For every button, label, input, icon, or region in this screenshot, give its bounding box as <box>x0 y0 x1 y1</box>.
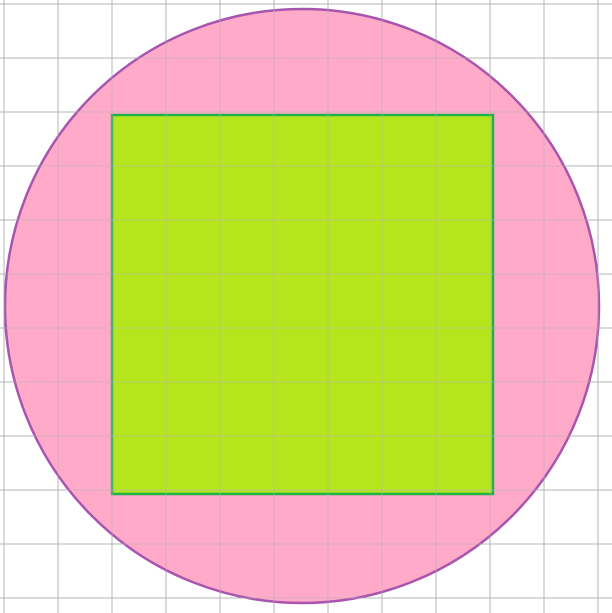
square-shape <box>110 113 495 496</box>
